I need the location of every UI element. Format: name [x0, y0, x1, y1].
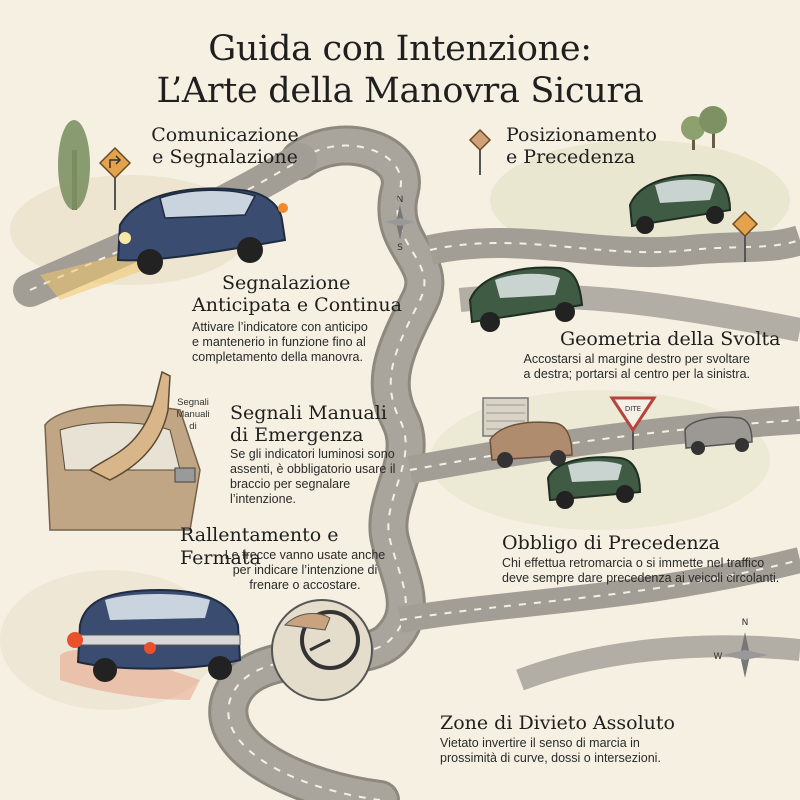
geometria-body-2: a destra; portarsi al centro per la sini…	[500, 367, 750, 382]
obbligo-body-1: Chi effettua retromarcia o si immette ne…	[502, 556, 792, 571]
segnali-body-1: Se gli indicatori luminosi sono	[230, 447, 410, 462]
obbligo-body-2: deve sempre dare precedenza ai veicoli c…	[502, 571, 792, 586]
compass-n-label: N	[397, 195, 404, 205]
zone-divieto-body-1: Vietato invertire il senso di marcia in	[440, 736, 700, 751]
hand-signal-vignette	[45, 372, 200, 530]
rallentamento-body-1: Le frecce vanno usate anche	[220, 548, 390, 563]
section-posizionamento-line-1: Posizionamento	[506, 124, 696, 147]
page-title-line-2: L’Arte della Manovra Sicura	[0, 70, 800, 112]
hand-note-line-1: Segnali	[177, 397, 209, 408]
segnalazione-heading-1: Segnalazione	[222, 272, 402, 295]
compass-n-label-bottom: N	[742, 618, 749, 628]
geometria-heading: Geometria della Svolta	[560, 328, 790, 351]
section-comunicazione-line-2: e Segnalazione	[140, 146, 310, 169]
segnalazione-body-2: e mantenerio in funzione fino al	[192, 335, 402, 350]
segnalazione-body-1: Attivare l’indicatore con anticipo	[192, 320, 402, 335]
segnalazione-body-3: completamento della manovra.	[192, 350, 402, 365]
geometria-body-1: Accostarsi al margine destro per svoltar…	[500, 352, 750, 367]
section-posizionamento-line-2: e Precedenza	[506, 146, 696, 169]
tree-left	[58, 120, 90, 210]
segnali-heading-2: di Emergenza	[230, 424, 410, 447]
obbligo-heading: Obbligo di Precedenza	[502, 532, 732, 555]
segnalazione-heading-2: Anticipata e Continua	[192, 294, 402, 317]
segnali-body-3: braccio per segnalare l’intenzione.	[230, 477, 415, 507]
rallentamento-body-3: frenare o accostare.	[220, 578, 390, 593]
page-title-line-1: Guida con Intenzione:	[0, 28, 800, 70]
rallentamento-body-2: per indicare l’intenzione di	[220, 563, 390, 578]
zone-divieto-body-2: prossimità di curve, dossi o intersezion…	[440, 751, 700, 766]
sign-text: DITE	[625, 405, 641, 413]
segnali-heading-1: Segnali Manuali	[230, 402, 410, 425]
compass-s-label: S	[397, 243, 403, 253]
green-car-middle	[470, 267, 582, 332]
compass-w-label: W	[714, 652, 723, 662]
hand-note-line-3: di	[189, 421, 196, 432]
hand-note-line-2: Manuali	[176, 409, 209, 420]
warning-sign-icon-top	[470, 130, 490, 175]
segnali-body-2: assenti, è obbligatorio usare il	[230, 462, 410, 477]
steering-wheel-vignette	[272, 600, 372, 700]
section-comunicazione-line-1: Comunicazione	[140, 124, 310, 147]
zone-divieto-heading: Zone di Divieto Assoluto	[440, 712, 680, 735]
